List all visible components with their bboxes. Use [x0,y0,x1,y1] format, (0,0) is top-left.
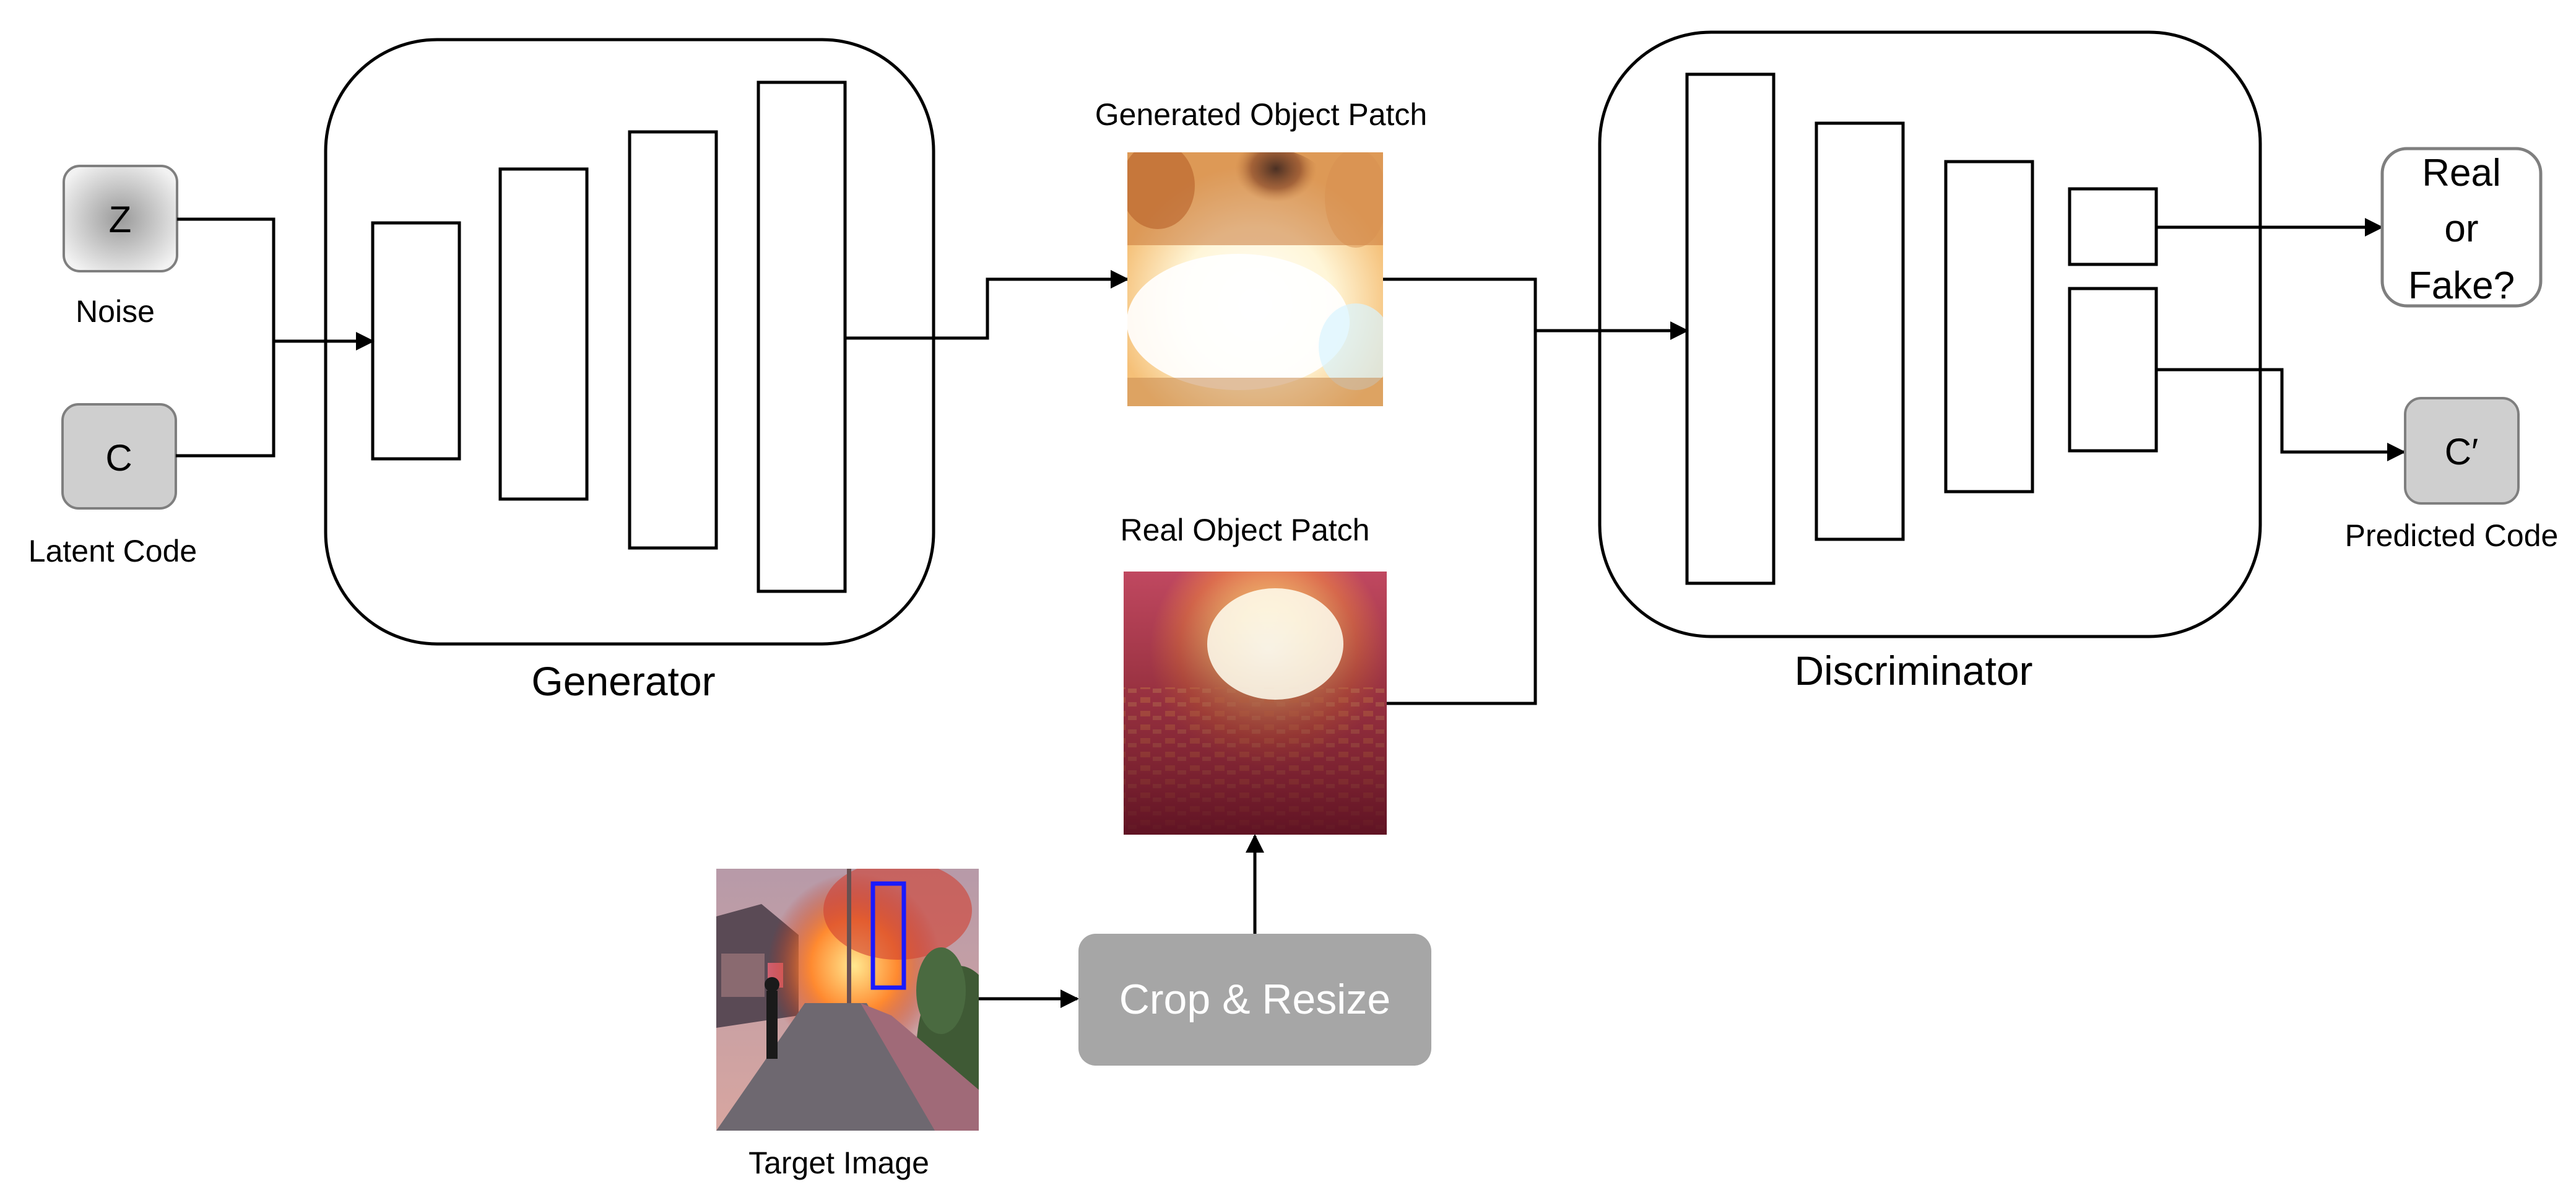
predicted-code-symbol: C′ [2445,431,2479,472]
generated-patch-connector [1383,277,1537,331]
generator-output-arrow [845,270,1129,340]
generator-frame [324,38,935,646]
input-connectors [176,217,375,458]
discriminator-layer-2 [1815,121,1905,541]
crop-resize-block: Crop & Resize [1078,934,1431,1066]
discriminator-layer-1 [1685,72,1776,585]
discriminator-head-code [2068,287,2158,453]
real-or-fake-line-2: or [2444,207,2478,250]
generated-patch-image [1127,152,1383,406]
generator-layer-4 [757,80,847,593]
generator-block: Generator [324,38,935,704]
generated-patch-label: Generated Object Patch [1095,97,1427,132]
real-or-fake-box [2380,147,2543,308]
latent-code-symbol: C [105,437,132,479]
target-image: Target Image [716,869,979,1180]
discriminator-layer-3 [1944,160,2034,493]
target-image-label: Target Image [748,1146,929,1180]
discriminator-block: Discriminator [1598,30,2262,693]
noise-label: Noise [76,294,155,329]
generator-label: Generator [531,658,715,704]
code-output-arrow [2156,368,2406,461]
discriminator-frame [1598,30,2262,638]
generated-object-patch: Generated Object Patch [1095,97,1427,406]
real-patch-image [1124,572,1387,835]
real-or-fake-line-3: Fake? [2408,264,2515,307]
latent-code-input: C Latent Code [28,403,197,568]
real-patch-label: Real Object Patch [1121,513,1370,547]
real-patch-connector [1387,331,1537,705]
discriminator-label: Discriminator [1794,648,2032,693]
predicted-code-box [2404,397,2520,505]
noise-input: Z Noise [63,165,178,329]
crop-resize-label: Crop & Resize [1119,976,1390,1023]
generator-layer-1 [371,221,461,461]
output-connectors [2156,218,2406,461]
predicted-code-label: Predicted Code [2345,518,2559,553]
generator-layer-2 [498,167,589,501]
predicted-code-output: C′ Predicted Code [2345,397,2559,553]
latent-connector [176,341,275,458]
discriminator-head-realfake [2068,187,2158,266]
latent-code-label: Latent Code [28,534,197,568]
generator-layer-3 [628,130,718,550]
noise-connector [177,217,275,341]
discriminator-input-connectors [1383,277,1689,705]
target-image-photo [716,869,979,1131]
target-bounding-box [870,881,906,990]
crop-resize-box [1078,934,1431,1066]
noise-symbol: Z [109,199,132,240]
real-or-fake-output: Real or Fake? [2380,147,2543,308]
real-or-fake-line-1: Real [2422,152,2501,194]
real-object-patch: Real Object Patch [1121,513,1387,835]
